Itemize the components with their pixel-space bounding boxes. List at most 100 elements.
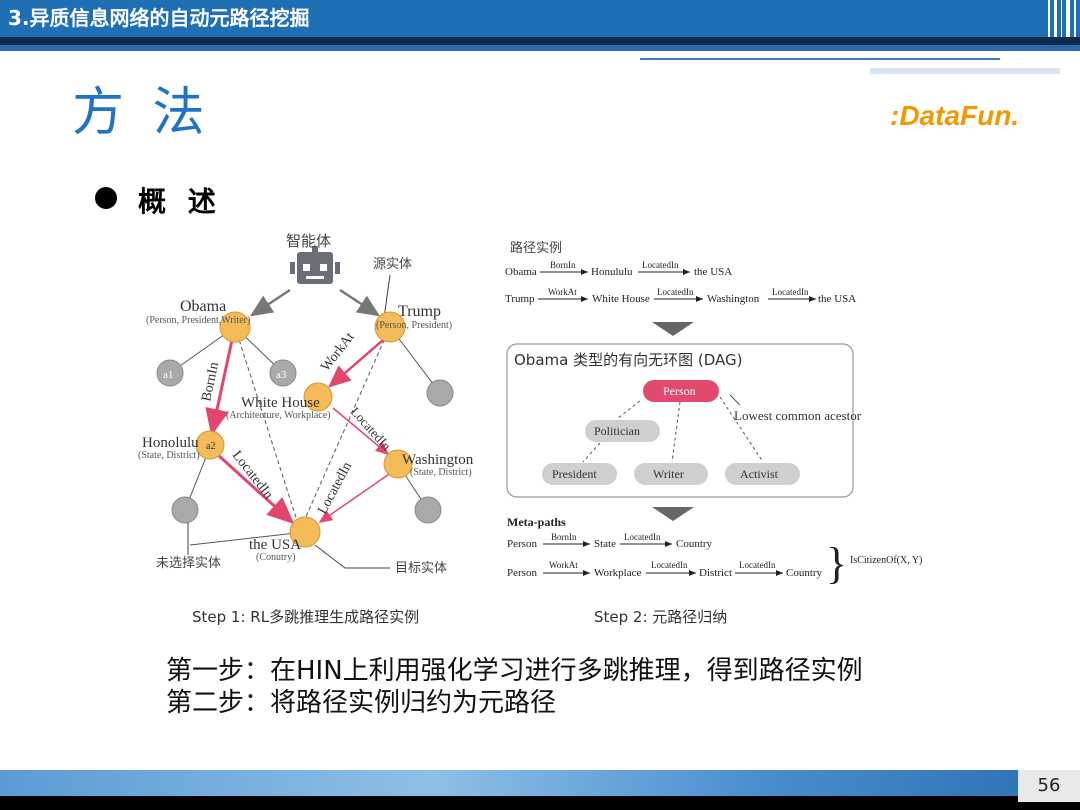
path2-node1: Trump [505,293,535,305]
agent-label: 智能体 [286,232,331,250]
node-label-whitehouse: White House [241,395,320,411]
deco-line [640,58,1000,60]
node-label-usa: the USA [249,537,301,553]
node-types-honolulu: (State, District) [138,450,200,461]
mp2-rel1: WorkAt [549,560,578,570]
dag-label-writer: Writer [653,467,684,481]
edge-bornin [205,339,234,436]
slide-heading: 方 法 [72,83,211,143]
node-honolulu [195,430,225,460]
node-label-honolulu: Honolulu [142,435,199,451]
mp1-node1: Person [507,538,537,550]
node-label-trump: Trump [398,303,441,320]
node-label-a2: a2 [206,441,215,452]
dag-title: Obama 类型的有向无环图 (DAG) [514,351,742,369]
dag-node-politician [585,420,660,442]
node-label-a1: a1 [163,369,173,381]
node-gray-left [171,496,199,524]
dag-node-writer [634,463,708,485]
node-a3 [269,359,297,387]
path2-node2: White House [592,293,650,305]
path-instances-title: 路径实例 [510,240,562,256]
edge-locatedin-honolulu [216,453,295,525]
step1-label: Step 1: RL多跳推理生成路径实例 [192,608,419,626]
header-stripe-dark [0,37,1080,45]
dag-node-person [643,380,719,402]
mp1-node2: State [594,538,616,550]
dag-label-person: Person [663,384,696,398]
target-pointer [314,544,390,569]
metapaths-title: Meta-paths [507,515,566,529]
mp2-rel3: LocatedIn [739,560,776,570]
target-entity-label: 目标实体 [395,561,447,576]
dag-lca-label: Lowest common acestor [734,408,862,423]
path-instance-2: Trump WorkAt White House LocatedIn Washi… [505,287,856,305]
robot-icon [290,246,340,284]
node-types-trump: (Person, President) [376,320,452,331]
node-types-usa: (Conutry) [256,552,295,563]
caption-step1: 第一步：在HIN上利用强化学习进行多跳推理，得到路径实例 [166,656,863,686]
node-label-washington: Washington [402,452,474,468]
node-whitehouse [303,382,333,412]
path2-node3: Washington [707,293,760,305]
unselected-entity-label: 未选择实体 [156,556,221,571]
node-types-obama: (Person, President,Writer) [146,315,250,326]
mp2-node2: Workplace [594,567,641,579]
path2-rel3: LocatedIn [772,287,809,297]
agent-arrow-right [339,288,381,317]
dag-label-president: President [552,467,597,481]
deco-line-light [870,68,1060,74]
path2-node4: the USA [818,293,856,305]
agent-arrow-left [249,288,291,317]
node-washington [383,449,413,479]
node-gray-right [426,379,454,407]
down-arrow-icon [652,322,694,336]
node-types-whitehouse: (Architecture, Workplace) [226,410,331,421]
node-types-washington: (State, District) [410,467,472,478]
datafun-logo: :DataFun. [890,100,1020,131]
dag-node-president [542,463,617,485]
result-relation: IsCitizenOf(X, Y) [850,555,922,566]
node-a1 [156,359,184,387]
edge-label-locatedin-2: LocatedIn [229,448,276,502]
metapath-2: Person WorkAt Workplace LocatedIn Distri… [507,560,823,579]
header-bar: 3.异质信息网络的自动元路径挖掘 [0,0,1080,51]
path-instance-1: Obama BornIn Honululu LocatedIn the USA [505,260,732,278]
path2-rel2: LocatedIn [657,287,694,297]
mp1-node3: Country [676,538,713,550]
dag-box [506,343,854,498]
dag-label-politician: Politician [594,424,640,438]
path2-rel1: WorkAt [548,287,577,297]
mp2-node4: Country [786,567,823,579]
down-arrow-icon-2 [652,507,694,521]
path1-node1: Obama [505,266,537,278]
bullet-heading: 概 述 [138,185,222,218]
mp1-rel2: LocatedIn [624,532,661,542]
node-label-obama: Obama [180,298,226,315]
node-usa [289,516,321,548]
mp2-node1: Person [507,567,537,579]
path1-node3: the USA [694,266,732,278]
bullet-icon [95,187,117,209]
page-number: 56 [1018,770,1080,802]
dag-node-activist [725,463,800,485]
path1-node2: Honululu [591,266,633,278]
method-diagram: 智能体 源实体 BornIn WorkAt LocatedIn LocatedI… [138,232,922,626]
edge-locatedin-wash [318,469,396,523]
node-trump [374,311,406,343]
path1-rel1: BornIn [550,260,576,270]
section-title: 3.异质信息网络的自动元路径挖掘 [8,6,310,30]
node-label-a3: a3 [276,369,287,381]
caption-step2: 第二步：将路径实例归约为元路径 [166,688,557,718]
metapath-1: Person BornIn State LocatedIn Country [507,532,713,550]
header-decoration [1048,0,1076,51]
curly-brace: } [826,539,847,588]
edge-label-locatedin-1: LocatedIn [348,404,395,454]
footer-bar [0,770,1080,796]
dag-label-activist: Activist [740,467,779,481]
step2-label: Step 2: 元路径归纳 [594,608,727,626]
node-obama [219,311,251,343]
path1-rel2: LocatedIn [642,260,679,270]
header-stripe-blue [0,45,1080,51]
mp1-rel1: BornIn [551,532,577,542]
